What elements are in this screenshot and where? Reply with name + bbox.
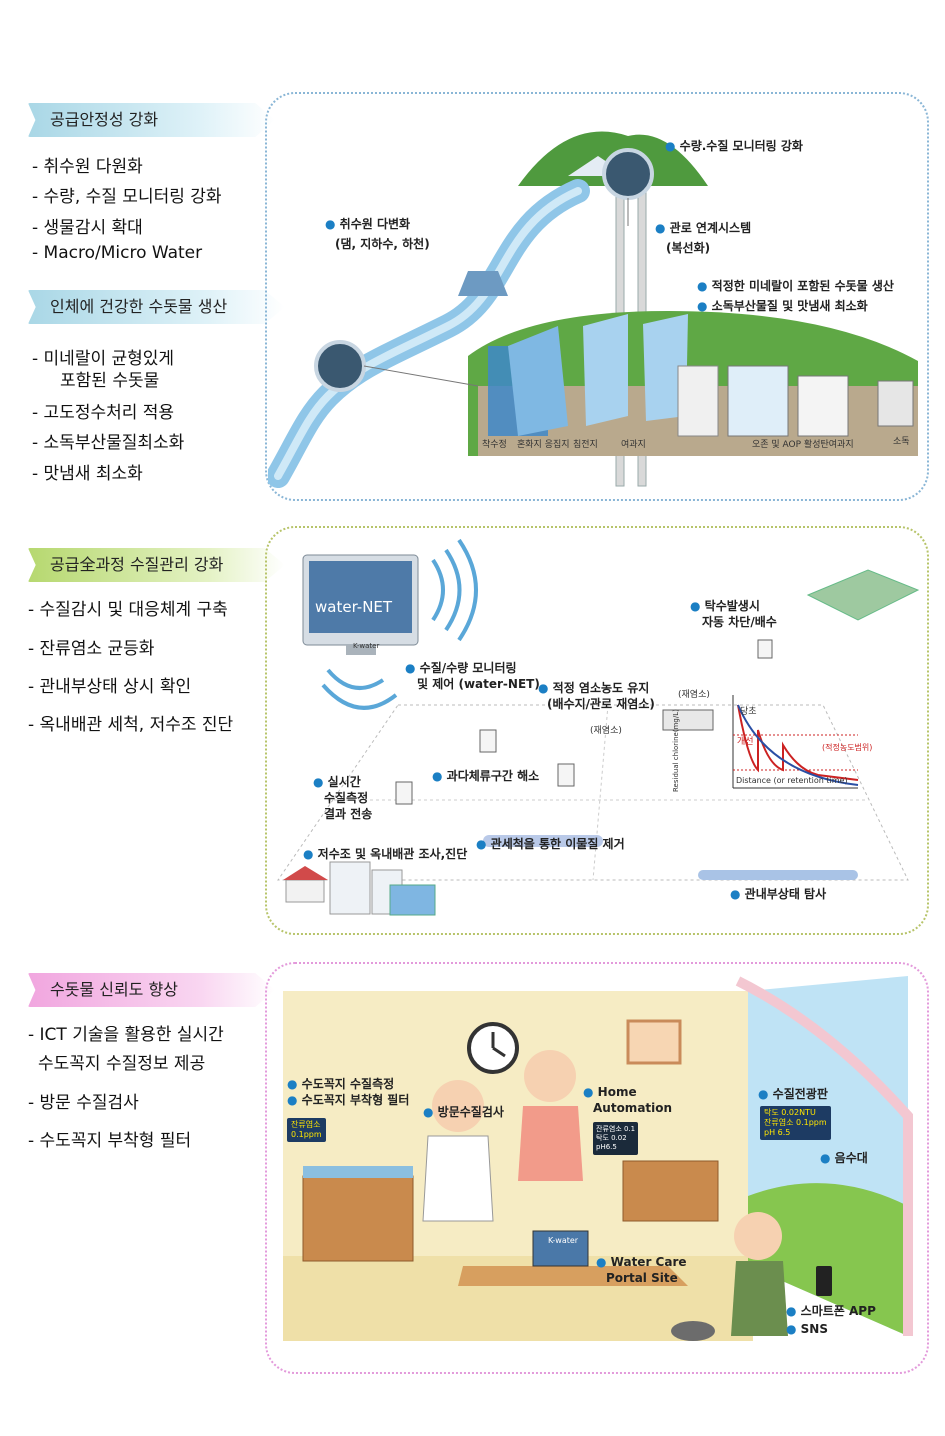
rechlor-label: (재염소) bbox=[678, 690, 710, 700]
label-sns: ● SNS bbox=[786, 1322, 828, 1336]
label-inspection: ● 관내부상태 탐사 bbox=[730, 887, 827, 901]
label-source-1: ● 취수원 다변화 bbox=[325, 217, 411, 231]
plant-step: 소독 bbox=[893, 437, 910, 447]
chart-ylabel: Residual chlorine(mg/L) bbox=[672, 709, 680, 792]
label-realtime-1: ● 실시간 bbox=[313, 775, 361, 789]
label-pipe-2: (복선화) bbox=[666, 241, 711, 255]
home-illustration bbox=[283, 976, 913, 1341]
label-realtime-2: 수질측정 bbox=[324, 791, 369, 805]
laptop-brand: K-water bbox=[548, 1236, 579, 1245]
label-visit: ● 방문수질검사 bbox=[423, 1105, 504, 1119]
label-home-2: Automation bbox=[593, 1101, 673, 1115]
section1-item: - Macro/Micro Water bbox=[32, 243, 203, 263]
label-source-2: (댐, 지하수, 하천) bbox=[335, 237, 430, 251]
section-quality-management: 공급全과정 수질관리 강화 - 수질감시 및 대응체계 구축 - 잔류염소 균등… bbox=[0, 520, 945, 950]
label-byproduct: ● 소독부산물질 및 맛냄새 최소화 bbox=[697, 299, 868, 313]
section3-ict-line1: - ICT 기술을 활용한 실시간 bbox=[28, 1025, 224, 1045]
section-trust: 수돗물 신뢰도 향상 - ICT 기술을 활용한 실시간 수도꼭지 수질정보 제… bbox=[0, 958, 945, 1378]
network-illustration bbox=[277, 538, 920, 916]
section1-item: - 맛냄새 최소화 bbox=[32, 464, 143, 484]
water-treatment-illustration bbox=[268, 131, 918, 488]
section3-ict-line2: 수도꼭지 수질정보 제공 bbox=[38, 1054, 206, 1074]
section2-item: - 관내부상태 상시 확인 bbox=[28, 677, 192, 697]
chart-current-label: 당초 bbox=[740, 707, 757, 717]
label-chlorine-2: (배수지/관로 재염소) bbox=[547, 697, 655, 711]
label-turbidity-1: ● 탁수발생시 bbox=[690, 599, 760, 613]
monitor-brand: K-water bbox=[353, 642, 380, 650]
label-home-1: ● Home bbox=[583, 1085, 637, 1099]
section2-item: - 수질감시 및 대응체계 구축 bbox=[28, 600, 228, 620]
label-pipe-1: ● 관로 연계시스템 bbox=[655, 221, 752, 235]
label-smartphone: ● 스마트폰 APP bbox=[786, 1304, 876, 1318]
monitor-lens-icon bbox=[602, 148, 654, 200]
plant-step: 혼화지 응집지 bbox=[517, 440, 570, 450]
section1-item: - 생물감시 확대 bbox=[32, 218, 143, 238]
section1-mineral-line2: 포함된 수돗물 bbox=[60, 371, 160, 391]
section3-item: - 방문 수질검사 bbox=[28, 1093, 139, 1113]
plant-step: 오존 및 AOP 활성탄여과지 bbox=[752, 440, 854, 450]
section3-tag: 수돗물 신뢰도 향상 bbox=[28, 973, 275, 1007]
label-portal-1: ● Water Care bbox=[596, 1255, 687, 1269]
section1-tag2: 인체에 건강한 수돗물 생산 bbox=[28, 290, 285, 324]
section1-item: - 고도정수처리 적용 bbox=[32, 403, 175, 423]
label-monitoring: ● 수량.수질 모니터링 강화 bbox=[665, 139, 803, 153]
label-tap-1: ● 수도꼭지 수질측정 bbox=[287, 1077, 395, 1091]
plant-step: 침전지 bbox=[573, 440, 598, 450]
monitor-lens-icon bbox=[314, 340, 366, 392]
chart-xlabel: Distance (or retention time) bbox=[736, 776, 848, 785]
chart-range-label: (적정농도범위) bbox=[822, 743, 873, 752]
label-mineral: ● 적정한 미네랄이 포함된 수돗물 생산 bbox=[697, 279, 894, 293]
section2-item: - 잔류염소 균등화 bbox=[28, 639, 155, 659]
home-automation-display: 잔류염소 0.1 탁도 0.02 pH6.5 bbox=[593, 1122, 639, 1155]
label-tank: ● 저수조 및 옥내배관 조사,진단 bbox=[303, 847, 468, 861]
label-realtime-3: 결과 전송 bbox=[324, 807, 373, 821]
section1-mineral-line1: - 미네랄이 균형있게 bbox=[32, 349, 175, 369]
label-fountain: ● 음수대 bbox=[820, 1151, 868, 1165]
section1-item: - 취수원 다원화 bbox=[32, 157, 143, 177]
label-pipe-clean: ● 관세척을 통한 이물질 제거 bbox=[476, 837, 625, 851]
section3-item: - 수도꼭지 부착형 필터 bbox=[28, 1131, 192, 1151]
chart-improved-label: 개선 bbox=[737, 737, 754, 747]
label-stagnant: ● 과다체류구간 해소 bbox=[432, 769, 540, 783]
section-supply-stability: 공급안정성 강화 - 취수원 다원화 - 수량, 수질 모니터링 강화 - 생물… bbox=[0, 0, 945, 510]
label-wq-2: 및 제어 (water-NET) bbox=[417, 677, 540, 691]
section2-item: - 옥내배관 세척, 저수조 진단 bbox=[28, 715, 234, 735]
plant-step: 착수정 bbox=[482, 440, 507, 450]
section3-illustration-frame bbox=[265, 962, 929, 1374]
section1-item: - 소독부산물질최소화 bbox=[32, 433, 185, 453]
rechlor-label: (재염소) bbox=[590, 726, 622, 736]
section1-item: - 수량, 수질 모니터링 강화 bbox=[32, 187, 222, 207]
plant-step: 여과지 bbox=[621, 440, 646, 450]
monitor-screen-label: water-NET bbox=[315, 598, 393, 616]
section2-illustration-frame bbox=[265, 526, 929, 935]
section1-illustration-frame bbox=[265, 92, 929, 501]
label-turbidity-2: 자동 차단/배수 bbox=[702, 615, 777, 629]
label-chlorine-1: ● 적정 염소농도 유지 bbox=[538, 681, 650, 695]
label-wq-1: ● 수질/수량 모니터링 bbox=[405, 661, 517, 675]
label-portal-2: Portal Site bbox=[606, 1271, 678, 1285]
label-tap-2: ● 수도꼭지 부착형 필터 bbox=[287, 1093, 410, 1107]
section1-tag1: 공급안정성 강화 bbox=[28, 103, 275, 137]
water-quality-board: 탁도 0.02NTU 잔류염소 0.1ppm pH 6.5 bbox=[760, 1106, 831, 1140]
section2-tag: 공급全과정 수질관리 강화 bbox=[28, 548, 285, 582]
label-board: ● 수질전광판 bbox=[758, 1087, 828, 1101]
